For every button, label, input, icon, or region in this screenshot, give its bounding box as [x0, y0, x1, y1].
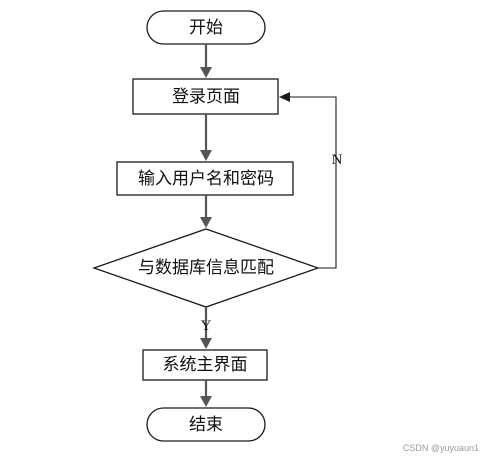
input-credentials-node: 输入用户名和密码	[116, 161, 294, 196]
arrow-start-to-login	[200, 44, 212, 78]
main-interface-label: 系统主界面	[163, 355, 248, 375]
login-page-node: 登录页面	[132, 78, 279, 115]
yes-edge-label: Y	[201, 318, 212, 334]
arrow-main-to-end	[200, 380, 212, 407]
arrow-no-feedback	[279, 92, 337, 269]
match-database-decision: 与数据库信息匹配	[92, 228, 320, 308]
login-page-label: 登录页面	[172, 87, 240, 107]
no-edge-label: N	[332, 152, 343, 168]
arrow-input-to-decision	[200, 195, 212, 228]
arrow-yes-to-main	[200, 307, 212, 349]
match-database-label: 与数据库信息匹配	[138, 258, 274, 278]
end-label: 结束	[189, 415, 223, 435]
main-interface-node: 系统主界面	[142, 349, 268, 381]
end-node: 结束	[146, 407, 266, 442]
input-credentials-label: 输入用户名和密码	[138, 169, 274, 189]
start-label: 开始	[189, 18, 223, 38]
arrow-login-to-input	[200, 114, 212, 161]
start-node: 开始	[146, 10, 266, 45]
watermark-text: CSDN @yuyuaun1	[402, 443, 479, 453]
